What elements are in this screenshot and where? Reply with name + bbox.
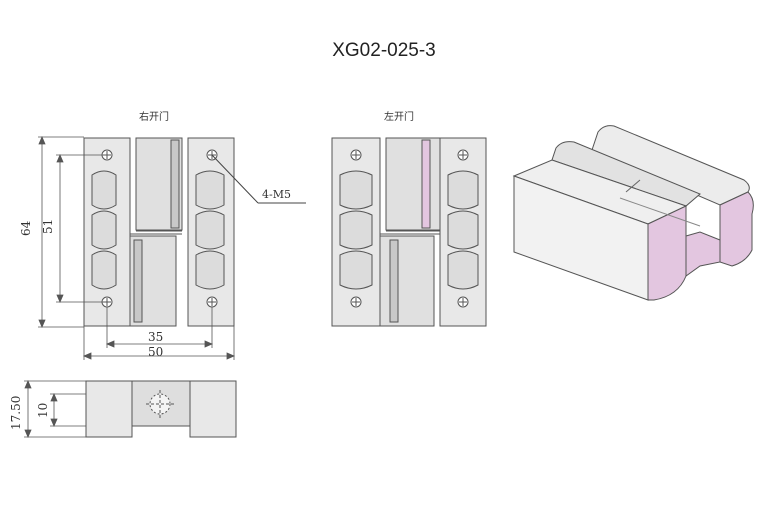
drawing-title: XG02-025-3 (332, 40, 436, 61)
dim-horizontal (82, 307, 236, 360)
isometric-view (512, 125, 754, 301)
left-door-label: 左开门 (384, 110, 414, 123)
dim-thickness-leaf-label: 10 (36, 403, 50, 418)
lower-knuckle (379, 235, 435, 327)
section-view (85, 380, 237, 438)
dim-hole-vertical-label: 51 (41, 219, 55, 234)
pin-hole (149, 393, 171, 415)
dim-thickness (24, 379, 86, 439)
right-door-label: 右开门 (139, 110, 169, 123)
dim-thickness-total-label: 17.50 (9, 396, 23, 430)
right-door-front-view (83, 137, 306, 327)
left-door-front-view (331, 137, 487, 327)
dim-height-total-label: 64 (19, 220, 33, 236)
upper-knuckle (385, 137, 441, 231)
dim-height-total (38, 135, 84, 329)
dim-width-total-label: 50 (148, 345, 163, 359)
hole-callout: 4-M5 (262, 188, 291, 201)
callout-leader (211, 154, 259, 204)
dim-hole-horizontal-label: 35 (148, 330, 163, 344)
dim-hole-vertical (56, 153, 107, 304)
